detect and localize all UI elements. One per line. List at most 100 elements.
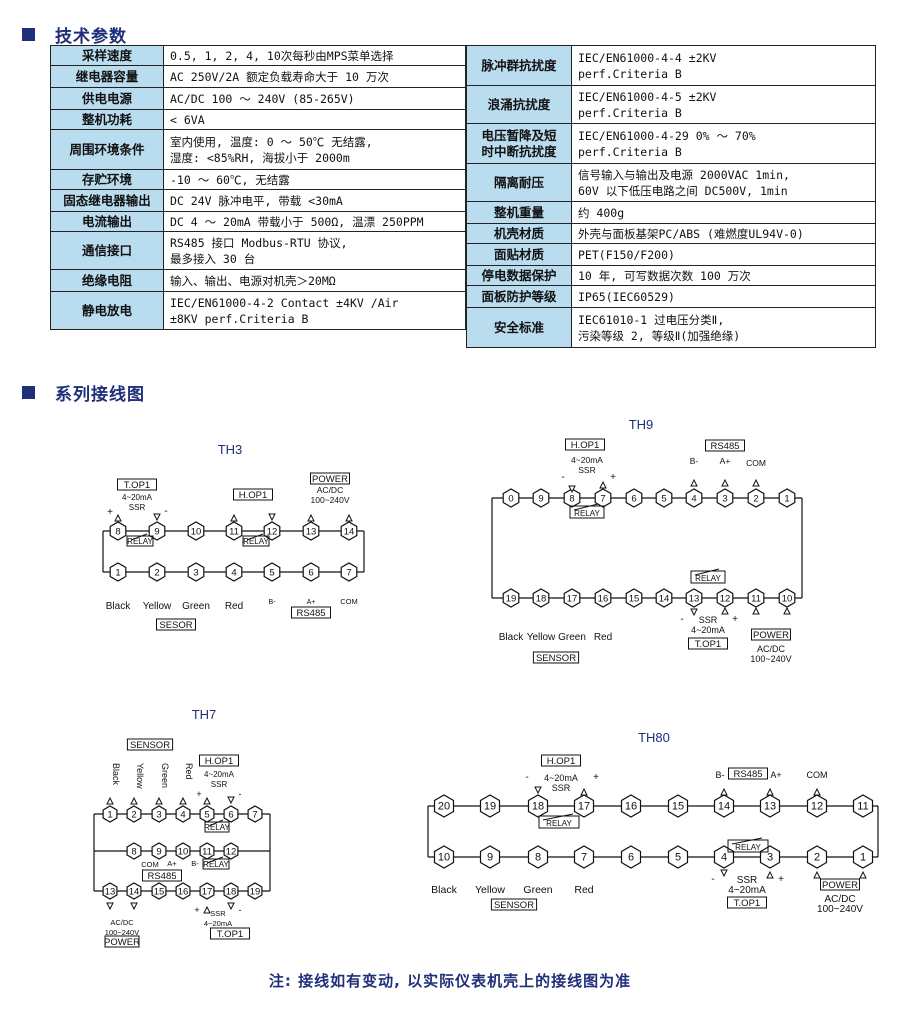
tag-box bbox=[291, 606, 331, 619]
terminal-pin bbox=[759, 794, 781, 818]
th3-b-label: B- bbox=[269, 599, 277, 606]
relay-switch-icon bbox=[246, 533, 264, 541]
diagram-title-th80: TH80 bbox=[638, 730, 670, 745]
terminal-pin-number: 1 bbox=[115, 568, 120, 579]
arrow-up-icon bbox=[203, 905, 211, 914]
arrow-down-icon bbox=[268, 513, 276, 522]
th7-a-label: A+ bbox=[167, 859, 177, 868]
terminal-pin-number: 2 bbox=[131, 810, 136, 821]
terminal-pin-number: 14 bbox=[129, 887, 140, 898]
terminal-pin bbox=[109, 521, 127, 541]
terminal-pin-number: 11 bbox=[751, 594, 761, 605]
relay-label: RELAY bbox=[574, 509, 600, 518]
tag-box bbox=[705, 439, 745, 452]
terminal-pin-number: 5 bbox=[204, 810, 209, 821]
relay-box bbox=[202, 858, 230, 870]
tag-label: T.OP1 bbox=[217, 929, 243, 940]
terminal-pin-number: 19 bbox=[250, 887, 261, 898]
terminal-pin bbox=[479, 845, 501, 869]
terminal-pin-number: 8 bbox=[115, 527, 120, 538]
terminal-pin-number: 1 bbox=[860, 852, 866, 864]
arrow-up-icon bbox=[721, 606, 729, 615]
relay-switch-icon bbox=[206, 856, 224, 864]
terminal-pin-number: 6 bbox=[631, 494, 636, 505]
tag-box bbox=[117, 478, 157, 491]
arrow-up-icon bbox=[130, 796, 138, 805]
terminal-pin-number: 12 bbox=[226, 847, 237, 858]
tag-label: H.OP1 bbox=[205, 756, 234, 767]
spec-key: 整机重量 bbox=[466, 201, 572, 224]
arrow-up-icon bbox=[155, 796, 163, 805]
arrow-down-icon bbox=[153, 513, 161, 522]
diagram-label: - bbox=[561, 472, 564, 483]
tag-box bbox=[751, 628, 791, 641]
terminal-pin bbox=[852, 794, 874, 818]
terminal-pin bbox=[223, 882, 239, 900]
terminal-pin-number: 12 bbox=[267, 527, 278, 538]
spec-value: 0.5, 1, 2, 4, 10次每秒由MPS菜单选择 bbox=[163, 45, 466, 66]
diagram-label: + bbox=[610, 472, 616, 483]
terminal-pin bbox=[563, 588, 581, 608]
diagram-label: - bbox=[239, 905, 242, 915]
terminal-pin bbox=[102, 805, 118, 823]
terminal-pin bbox=[685, 588, 703, 608]
arrow-down-icon bbox=[568, 485, 576, 494]
spec-value: PET(F150/F200) bbox=[571, 243, 876, 266]
terminal-pin-number: 18 bbox=[226, 887, 237, 898]
terminal-pin bbox=[778, 488, 796, 508]
terminal-pin bbox=[175, 842, 191, 860]
arrow-up-icon bbox=[813, 787, 821, 796]
terminal-pin bbox=[655, 588, 673, 608]
relay-box bbox=[727, 839, 769, 853]
arrow-up-icon bbox=[179, 796, 187, 805]
th7-wire-label: Red bbox=[184, 763, 194, 780]
tag-label: POWER bbox=[753, 630, 789, 641]
terminal-pin-number: 2 bbox=[154, 568, 159, 579]
relay-switch-icon bbox=[208, 819, 224, 827]
tag-box bbox=[310, 472, 350, 485]
terminal-pin-number: 10 bbox=[782, 594, 793, 605]
terminal-pin-number: 8 bbox=[535, 852, 541, 864]
terminal-pin bbox=[247, 805, 263, 823]
terminal-pin bbox=[713, 794, 735, 818]
th7-wire-label: Green bbox=[160, 763, 170, 788]
terminal-pin-number: 0 bbox=[508, 494, 513, 505]
tag-label: SESOR bbox=[159, 620, 192, 631]
terminal-pin-number: 19 bbox=[484, 801, 496, 813]
tag-box bbox=[104, 935, 140, 948]
terminal-pin bbox=[563, 488, 581, 508]
tag-label: T.OP1 bbox=[124, 480, 150, 491]
terminal-pin bbox=[594, 488, 612, 508]
terminal-pin bbox=[806, 794, 828, 818]
terminal-pin-number: 5 bbox=[661, 494, 666, 505]
terminal-pin-number: 14 bbox=[659, 594, 670, 605]
terminal-pin bbox=[223, 842, 239, 860]
tag-box bbox=[565, 438, 605, 451]
terminal-pin bbox=[655, 488, 673, 508]
th80-wire-label: Yellow bbox=[475, 884, 505, 896]
diagram-title-th7: TH7 bbox=[192, 707, 217, 722]
arrow-down-icon bbox=[534, 786, 542, 795]
tag-label: RS485 bbox=[710, 441, 739, 452]
terminal-pin bbox=[625, 488, 643, 508]
diagram-label: + bbox=[107, 507, 113, 518]
th9-wire-label: Yellow bbox=[527, 632, 556, 643]
terminal-pin-number: 20 bbox=[438, 801, 450, 813]
diagram-label: - bbox=[680, 614, 683, 625]
terminal-pin-number: 2 bbox=[753, 494, 758, 505]
arrow-down-icon bbox=[227, 796, 235, 805]
terminal-pin bbox=[340, 562, 358, 582]
spec-key: 安全标准 bbox=[466, 307, 572, 348]
relay-switch-icon bbox=[731, 837, 763, 845]
terminal-pin bbox=[126, 805, 142, 823]
terminal-pin-number: 3 bbox=[156, 810, 161, 821]
spec-key: 供电电源 bbox=[50, 87, 164, 110]
